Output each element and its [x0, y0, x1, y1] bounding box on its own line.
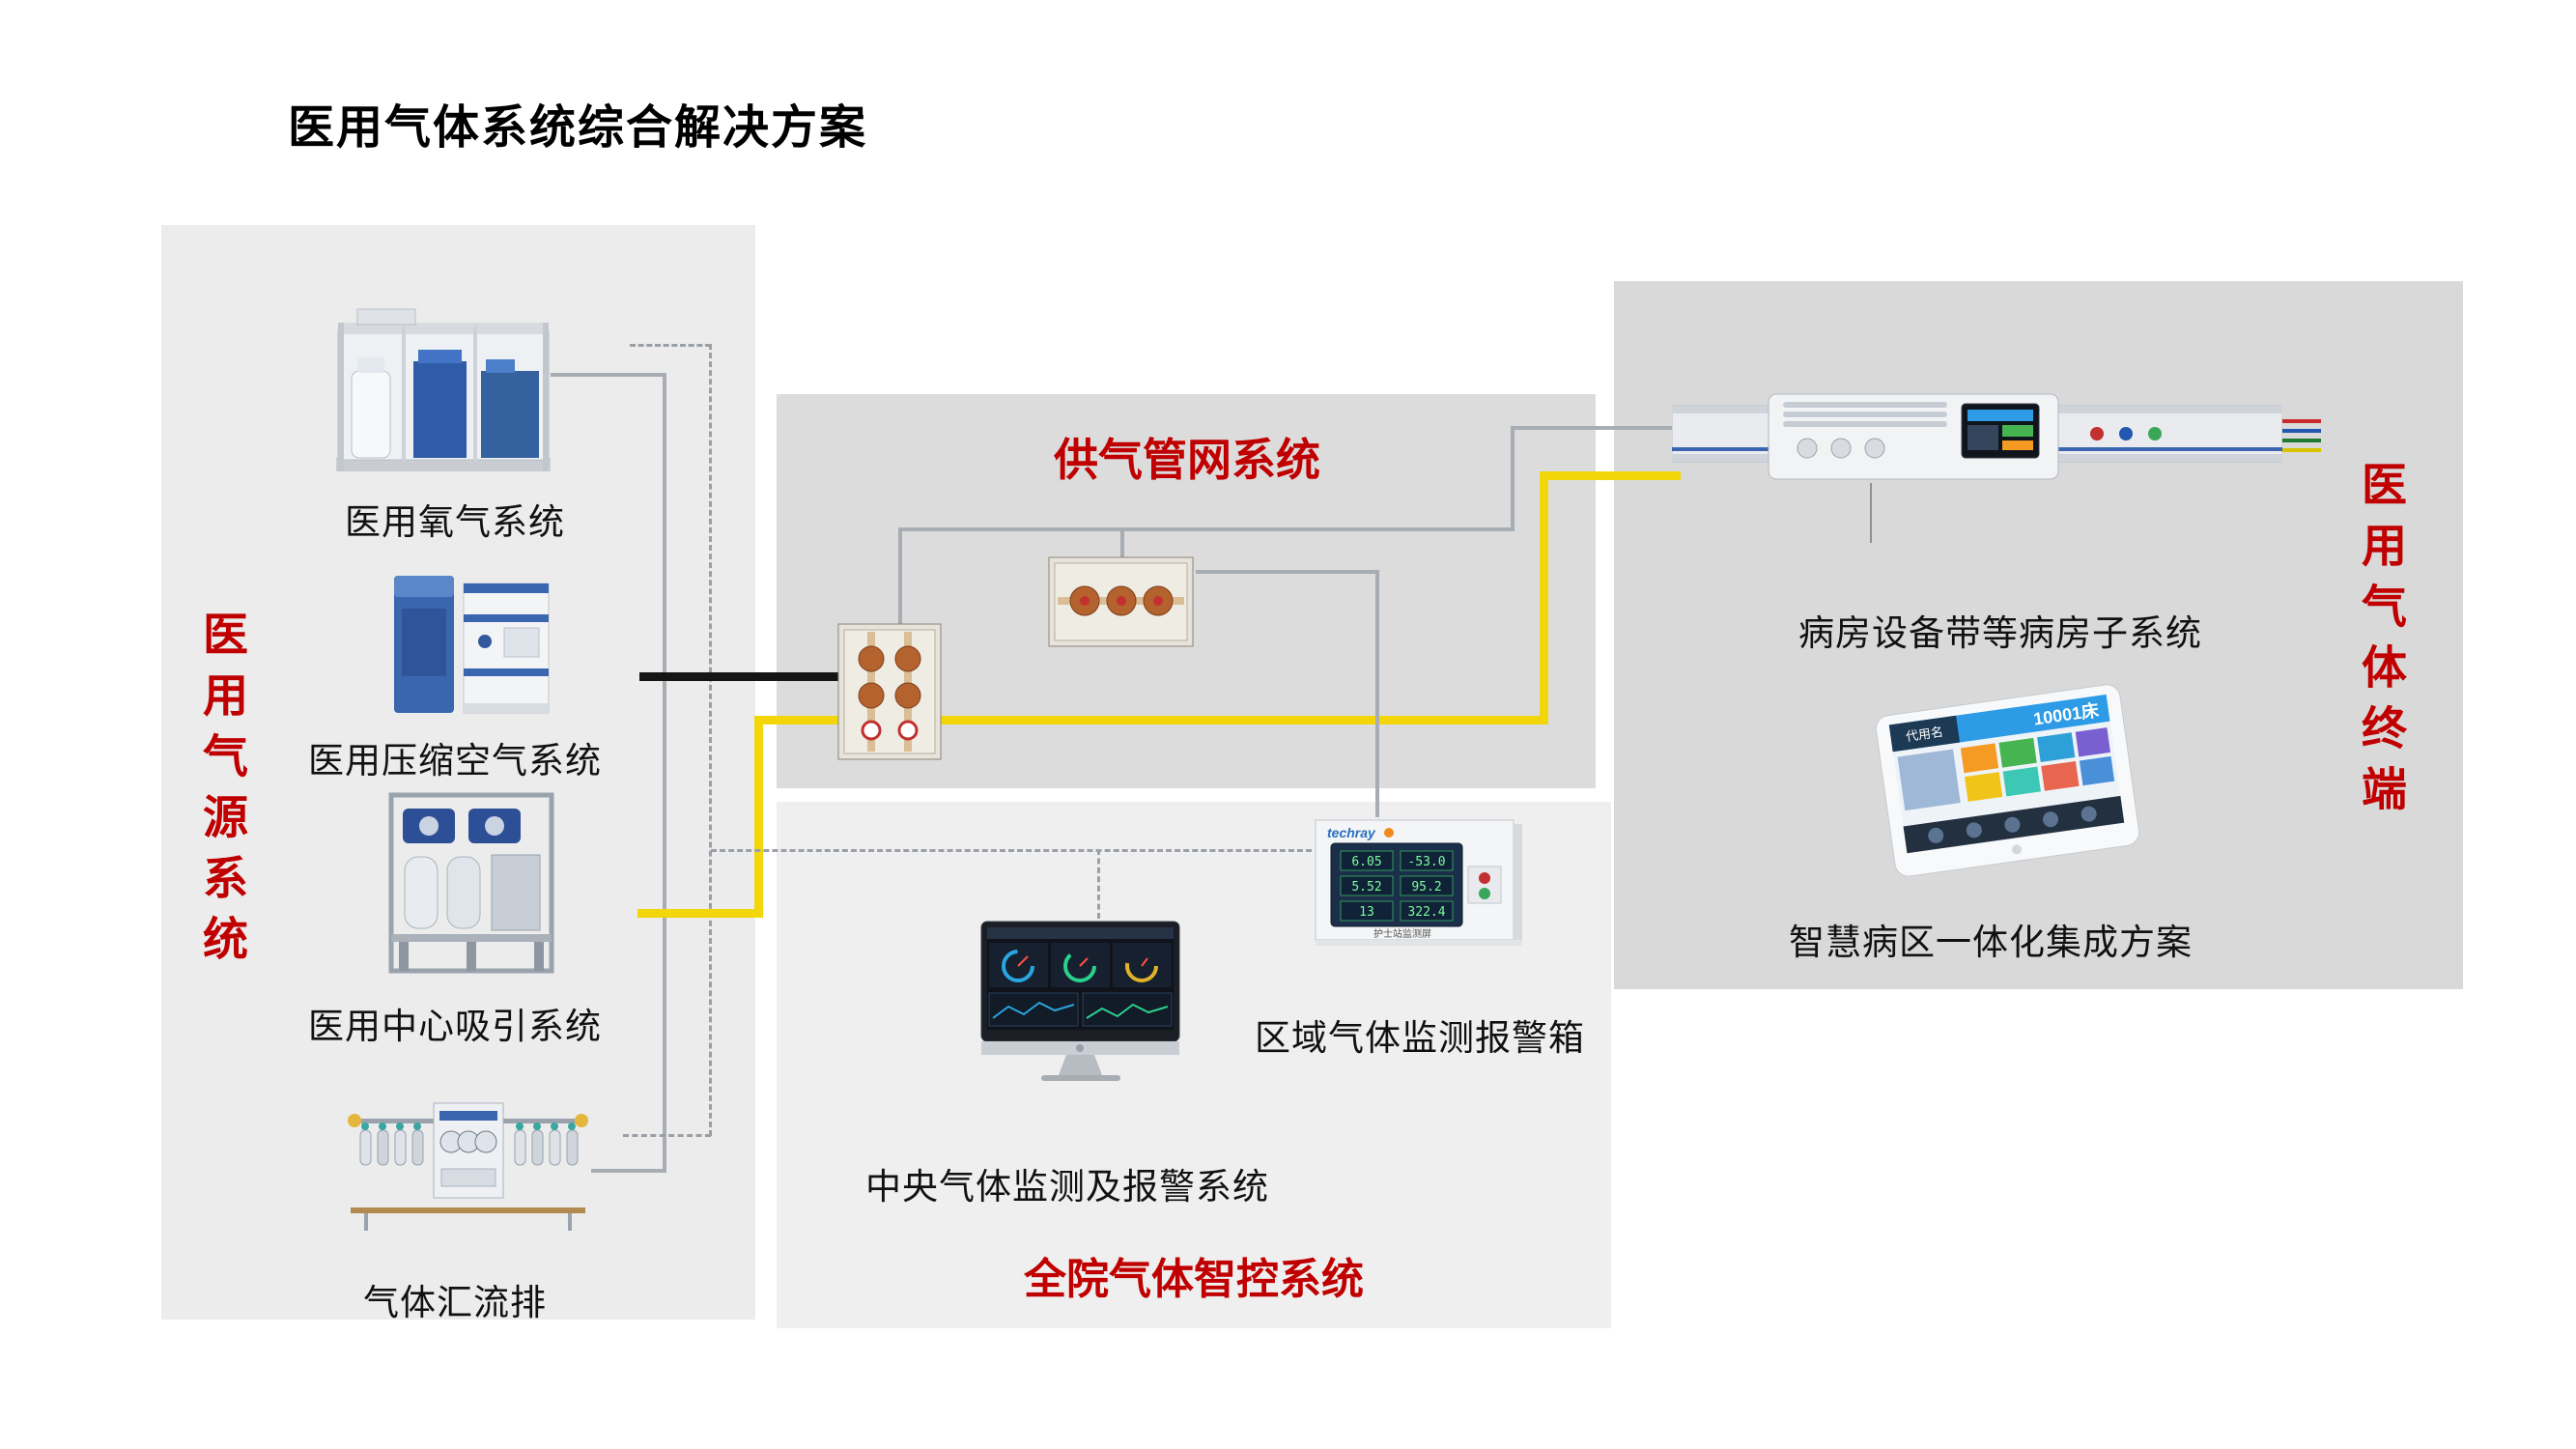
bed-head-unit-image [1672, 388, 2282, 485]
pipe-vacuum-yellow-3 [754, 716, 1548, 724]
central-monitoring-computer-image [974, 918, 1187, 1084]
alarm-reading: 13 [1359, 905, 1374, 920]
oxygen-system-image [328, 301, 558, 485]
valve-box-1-image [835, 620, 945, 763]
alarm-reading: 95.2 [1411, 880, 1441, 895]
pipe-vacuum-yellow-2 [754, 716, 763, 918]
regional-alarm-box-image: techray 6.05 -53.0 5.52 95.2 13 322.4 护士… [1306, 814, 1527, 952]
gas-outlet-stub-red [2282, 419, 2321, 423]
pipe-terminal-riser [1511, 426, 1514, 531]
pipe-valvebox2-out [1196, 570, 1379, 574]
signal-dashed-to-computer [1097, 849, 1100, 919]
pipe-compressed-air-black [639, 672, 856, 681]
gas-terminal-vertical-label: 医用气体终端 [2355, 461, 2406, 826]
gas-outlet-stub-yellow [2282, 448, 2321, 452]
alarm-reading: 322.4 [1407, 905, 1445, 920]
bedhead-pendant-cord [1870, 483, 1872, 543]
pipe-source-bus-vertical [663, 375, 666, 1171]
label-compressed-air: 医用压缩空气系统 [308, 741, 602, 781]
pipe-dashed-manifold-stub [623, 1134, 711, 1137]
alarm-reading: -53.0 [1407, 855, 1445, 869]
pipe-oxygen-stub [551, 373, 666, 377]
label-gas-manifold: 气体汇流排 [363, 1283, 547, 1322]
label-ward-subsystem: 病房设备带等病房子系统 [1798, 613, 2202, 653]
central-suction-system-image [385, 787, 557, 979]
gas-outlet-stub-green [2282, 439, 2321, 442]
pipe-dashed-oxygen-stub [630, 344, 711, 347]
label-smart-ward: 智慧病区一体化集成方案 [1789, 923, 2193, 962]
gas-outlet-stub-blue [2282, 429, 2321, 433]
compressed-air-system-image [388, 558, 554, 724]
gas-source-vertical-label: 医用气源系统 [196, 611, 247, 976]
pipe-alarmbox-drop [1375, 572, 1379, 817]
tablet-patient-name: 代用名 [1905, 724, 1944, 744]
pipe-dashed-bus-vertical [709, 344, 712, 1136]
title-pipeline-network: 供气管网系统 [1054, 435, 1320, 485]
pipe-network-top-horizontal [898, 527, 1514, 531]
pipe-vacuum-yellow-1 [637, 909, 763, 918]
pipe-valvebox1-riser [898, 527, 902, 624]
signal-dashed-monitoring [711, 849, 1312, 852]
label-central-suction: 医用中心吸引系统 [308, 1007, 602, 1046]
label-regional-alarm-box: 区域气体监测报警箱 [1255, 1018, 1585, 1058]
pipe-vacuum-yellow-4 [1540, 471, 1548, 724]
pipe-vacuum-yellow-5 [1540, 471, 1681, 480]
gas-manifold-image [345, 1082, 591, 1248]
label-oxygen-system: 医用氧气系统 [345, 502, 565, 542]
alarm-box-caption: 护士站监测屏 [1373, 927, 1431, 940]
alarm-reading: 5.52 [1351, 880, 1381, 895]
title-gas-control-system: 全院气体智控系统 [1024, 1256, 1364, 1303]
alarm-reading: 6.05 [1351, 855, 1381, 869]
pipe-terminal-feed [1511, 426, 1681, 430]
valve-box-2-image [1046, 554, 1196, 649]
alarm-box-brand: techray [1327, 825, 1376, 840]
pipe-valvebox2-drop [1120, 527, 1124, 560]
pipe-manifold-stub [591, 1169, 666, 1173]
page-title: 医用气体系统综合解决方案 [288, 102, 868, 154]
label-central-monitoring: 中央气体监测及报警系统 [865, 1167, 1269, 1207]
smart-ward-tablet-image: 代用名 10001床 [1870, 679, 2145, 883]
